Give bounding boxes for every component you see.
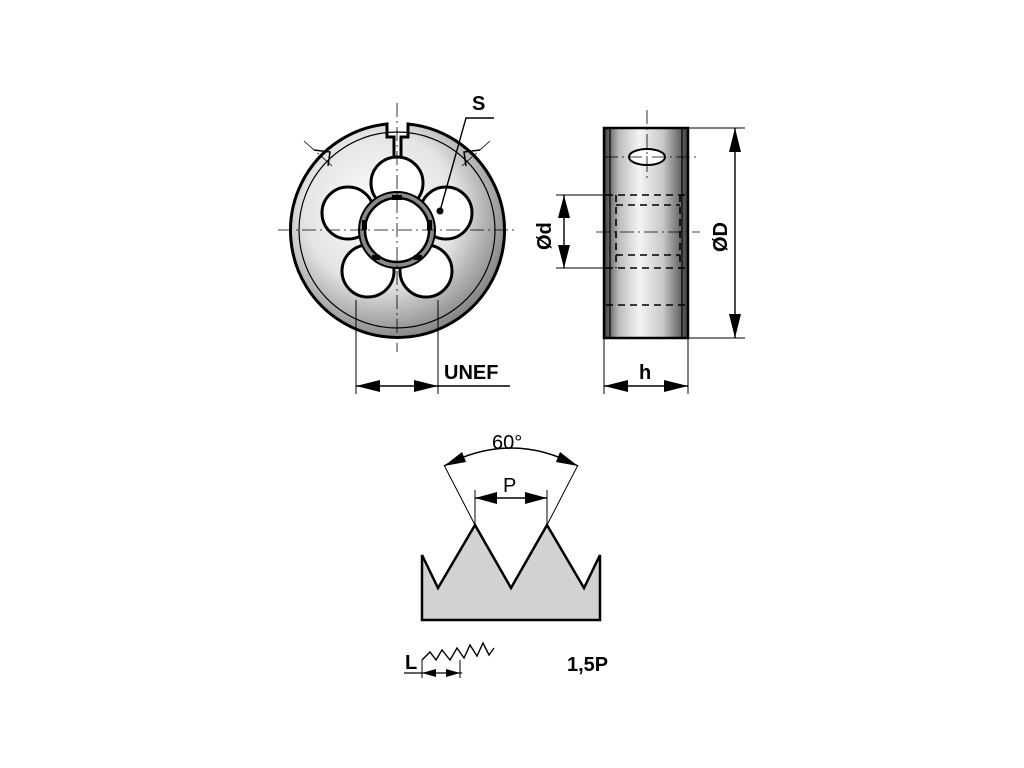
cutting-tooth [392,195,402,200]
arrowhead [444,452,466,466]
label-h: h [639,362,651,384]
s-leader-line [439,117,494,212]
chamfer-thread-sketch [421,641,495,662]
centerline-diagonal [461,140,491,167]
label-angle: 60° [492,432,522,454]
cutting-tooth [362,220,367,230]
die-front-view: S UNEF [278,93,518,394]
cutting-tooth [372,255,380,260]
label-d-small: Ød [534,222,556,250]
arrowhead [729,314,741,338]
arrowhead [558,245,570,268]
arrowhead [729,128,741,152]
label-p: P [503,475,516,497]
screw-countersink-right [463,149,481,167]
arrowhead [422,669,436,677]
arrowhead [525,492,547,504]
cutting-tooth [427,220,432,230]
arrowhead [446,669,460,677]
label-unef: UNEF [444,362,498,384]
cutting-tooth [414,255,422,260]
arrowhead [558,195,570,218]
arrowhead [414,380,438,392]
label-d-large: ØD [710,222,732,252]
arrowhead [604,380,628,392]
screw-countersink-left [313,149,331,167]
label-chamfer-length: 1,5P [567,654,608,676]
centerline-diagonal [303,140,333,167]
arrowhead [664,380,688,392]
label-s: S [472,93,485,115]
die-side-view: Ød ØD h [534,110,745,394]
chamfer-detail: L 1,5P [404,641,608,678]
label-l: L [405,652,417,674]
thread-profile: 60° P [420,432,602,622]
thread-profile-shape [420,522,602,622]
arrowhead [556,452,578,466]
arrowhead [475,492,497,504]
arrowhead [356,380,380,392]
